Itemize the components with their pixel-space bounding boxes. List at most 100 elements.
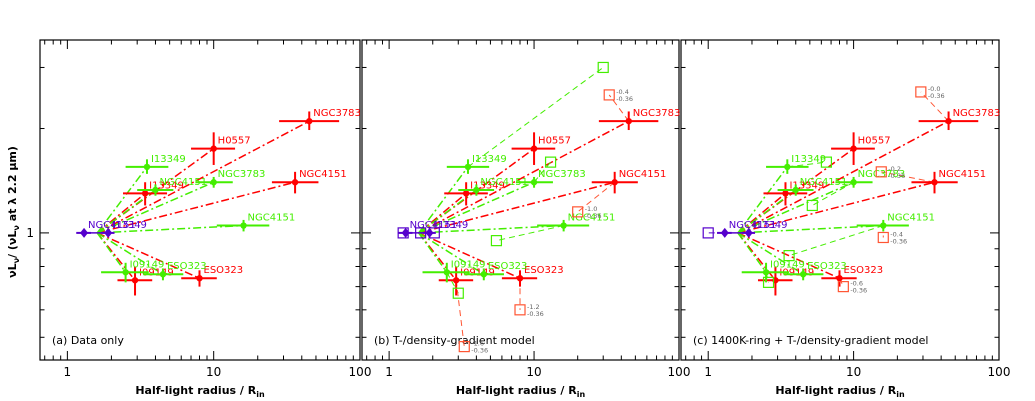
data-point-red: [931, 179, 938, 186]
model-square-model-green: [452, 287, 464, 299]
data-point-red: [462, 190, 470, 197]
data-point-red: [611, 179, 618, 186]
point-label: I13349: [472, 154, 507, 165]
point-label: NGC4151: [568, 213, 616, 224]
point-label: I13349: [151, 154, 186, 165]
series-line-red: [96, 120, 310, 234]
model-note: -0.36: [890, 237, 907, 245]
panel-caption: (c) 1400K-ring + T-/density-gradient mod…: [693, 334, 928, 347]
series-line-green: [418, 232, 485, 275]
data-point-green: [480, 271, 487, 278]
x-tick-label: 100: [988, 365, 1011, 379]
data-point-red: [945, 117, 952, 125]
point-label: ESO323: [844, 265, 884, 276]
series-line-green: [418, 232, 448, 273]
data-point-red: [516, 275, 524, 282]
data-point-red: [306, 117, 313, 125]
series-line-red: [96, 192, 146, 234]
plot-frame: [680, 39, 1000, 361]
x-tick-label: 10: [526, 365, 541, 379]
data-point-green: [530, 179, 538, 186]
point-label: NGC3783: [218, 169, 266, 180]
model-square-model-purple: [702, 227, 714, 239]
data-point-purple: [80, 227, 89, 238]
data-point-red: [530, 145, 538, 152]
x-tick-label: 1: [64, 365, 72, 379]
model-square-model-green: [597, 61, 609, 74]
plot-frame: [361, 39, 680, 361]
model-link-model-green: [533, 161, 551, 183]
model-link-model-orange: [455, 280, 465, 347]
data-point-green: [443, 269, 450, 276]
model-square-model-orange: [837, 281, 849, 293]
series-line-green: [418, 181, 535, 234]
data-point-green: [792, 186, 799, 194]
data-point-green: [210, 179, 217, 186]
point-label: I13349: [789, 180, 824, 191]
model-note: -0.4: [890, 230, 903, 238]
series-line-red: [737, 192, 786, 234]
model-note: -1.0: [585, 205, 598, 213]
x-tick-label: 1: [385, 365, 393, 379]
data-point-green: [143, 163, 151, 171]
data-point-red: [452, 277, 460, 284]
point-label: NGC4151: [729, 220, 777, 231]
point-label: I13349: [470, 180, 505, 191]
data-point-red: [131, 277, 139, 284]
panel-caption: (b) T-/density-gradient model: [374, 334, 535, 347]
series-line-green: [737, 166, 788, 234]
series-line-red: [97, 181, 296, 234]
point-label: NGC3783: [313, 108, 361, 119]
series-line-green: [96, 232, 127, 273]
data-point-red: [836, 275, 843, 282]
data-point-green: [799, 271, 807, 278]
point-label: ESO323: [167, 261, 207, 272]
point-label: I09149: [130, 259, 165, 270]
model-link-model-orange: [881, 171, 935, 183]
point-label: NGC4151: [299, 169, 347, 180]
series-line-green: [737, 181, 854, 234]
x-axis-title: Half-light radius / Rin: [135, 384, 265, 399]
data-point-green: [240, 222, 247, 229]
series-line-green: [96, 166, 148, 234]
model-link-model-green: [812, 181, 854, 206]
model-note: -0.2: [888, 165, 901, 173]
x-tick-label: 1: [704, 365, 712, 379]
point-label: I09149: [460, 267, 495, 278]
point-label: I13349: [434, 220, 469, 231]
point-label: H0557: [218, 136, 251, 147]
series-line-green: [737, 232, 767, 273]
series-line-red: [418, 120, 630, 234]
model-note: -0.0: [928, 85, 941, 93]
point-label: NGC4151: [800, 177, 848, 188]
point-label: ESO323: [204, 265, 244, 276]
data-point-green: [784, 163, 791, 171]
data-point-purple: [720, 227, 729, 238]
data-point-red: [782, 190, 789, 197]
point-label: ESO323: [488, 261, 528, 272]
series-line-green: [96, 232, 164, 275]
y-axis-title: νLν/ (νLν at λ 2.2 μm): [6, 146, 21, 278]
model-square-model-orange: [458, 341, 470, 353]
point-label: NGC4151: [887, 213, 935, 224]
model-note: -0.36: [850, 287, 867, 295]
point-label: I09149: [770, 259, 805, 270]
data-point-green: [762, 269, 770, 276]
point-label: NGC4151: [248, 213, 296, 224]
model-square-model-orange: [603, 89, 615, 101]
model-square-model-orange: [875, 166, 887, 178]
model-square-model-purple: [415, 227, 427, 239]
model-link-model-orange: [577, 181, 616, 213]
model-note: -0.36: [616, 95, 633, 103]
point-label: I09149: [779, 267, 814, 278]
point-label: ESO323: [807, 261, 847, 272]
point-label: NGC4151: [480, 177, 528, 188]
model-square-model-green: [820, 156, 832, 168]
point-label: NGC4151: [88, 220, 136, 231]
model-square-model-purple: [428, 227, 440, 239]
data-point-red: [210, 145, 217, 152]
